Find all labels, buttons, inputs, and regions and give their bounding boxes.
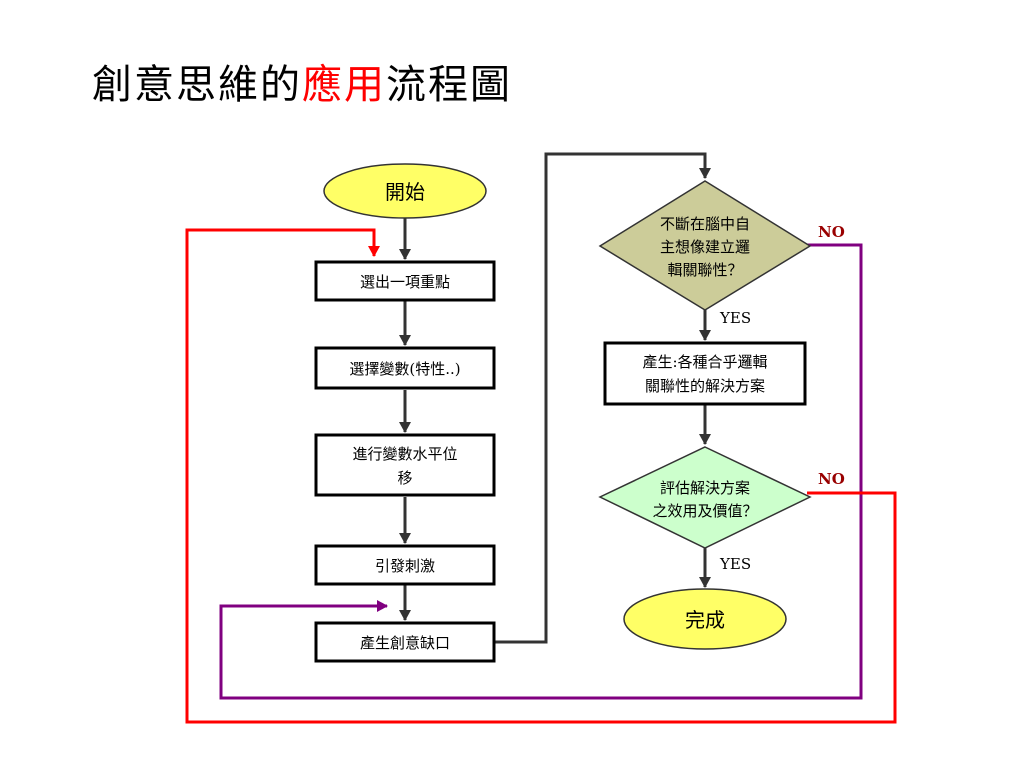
finish-ellipse	[623, 588, 787, 650]
decision1-label-line1: 不斷在腦中自	[660, 215, 750, 233]
finish-label: 完成	[685, 608, 725, 632]
title-highlight: 應用	[302, 62, 386, 108]
select-point-label: 選出一項重點	[360, 273, 450, 291]
yes-label-1: YES	[719, 309, 751, 327]
produce-label-line1: 產生:各種合乎邏輯	[642, 353, 767, 371]
loop-no1-purple	[219, 243, 863, 700]
produce-label-line2: 關聯性的解決方案	[645, 377, 765, 395]
connectors	[185, 152, 897, 724]
no-label-2: NO	[818, 470, 845, 488]
gap-box	[314, 621, 496, 663]
arrow-gap-to-decision1	[495, 152, 711, 644]
decision2-label-line2: 之效用及價值？	[652, 502, 757, 520]
title-part-1: 創意思維的	[92, 62, 302, 108]
decision1-diamond	[598, 180, 812, 311]
decision-node-2: 評估解決方案 之效用及價值？	[598, 446, 812, 549]
start-ellipse	[323, 163, 487, 219]
slide-title: 創意思維的應用流程圖	[92, 52, 512, 110]
gap-label: 產生創意缺口	[360, 634, 450, 652]
shift-variable-box	[314, 433, 496, 497]
no-label-1: NO	[818, 223, 845, 241]
decision2-label-line1: 評估解決方案	[660, 479, 750, 497]
choose-variable-label: 選擇變數(特性..)	[349, 360, 460, 378]
produce-solutions-box	[603, 341, 807, 406]
process-choose-variable: 選擇變數(特性..)	[314, 346, 496, 390]
stimulus-box	[314, 544, 496, 586]
stimulus-label: 引發刺激	[375, 557, 435, 575]
finish-node: 完成	[623, 588, 787, 650]
shift-variable-label-line2: 移	[397, 469, 412, 487]
loop-no2-red	[185, 228, 897, 724]
decision2-diamond	[598, 446, 812, 549]
process-stimulus: 引發刺激	[314, 544, 496, 586]
decision1-label-line3: 輯關聯性？	[667, 261, 742, 279]
process-gap: 產生創意缺口	[314, 621, 496, 663]
start-node: 開始	[323, 163, 487, 219]
shift-variable-label-line1: 進行變數水平位	[352, 445, 457, 463]
title-part-2: 流程圖	[386, 62, 512, 108]
select-point-box	[314, 260, 496, 302]
start-label: 開始	[385, 180, 425, 204]
decision-node-1: 不斷在腦中自 主想像建立邏 輯關聯性？	[598, 180, 812, 311]
process-select-point: 選出一項重點	[314, 260, 496, 302]
process-produce-solutions: 產生:各種合乎邏輯 關聯性的解決方案	[603, 341, 807, 406]
decision1-label-line2: 主想像建立邏	[660, 238, 750, 256]
yes-label-2: YES	[719, 555, 751, 573]
process-shift-variable: 進行變數水平位 移	[314, 433, 496, 497]
choose-variable-box	[314, 346, 496, 390]
